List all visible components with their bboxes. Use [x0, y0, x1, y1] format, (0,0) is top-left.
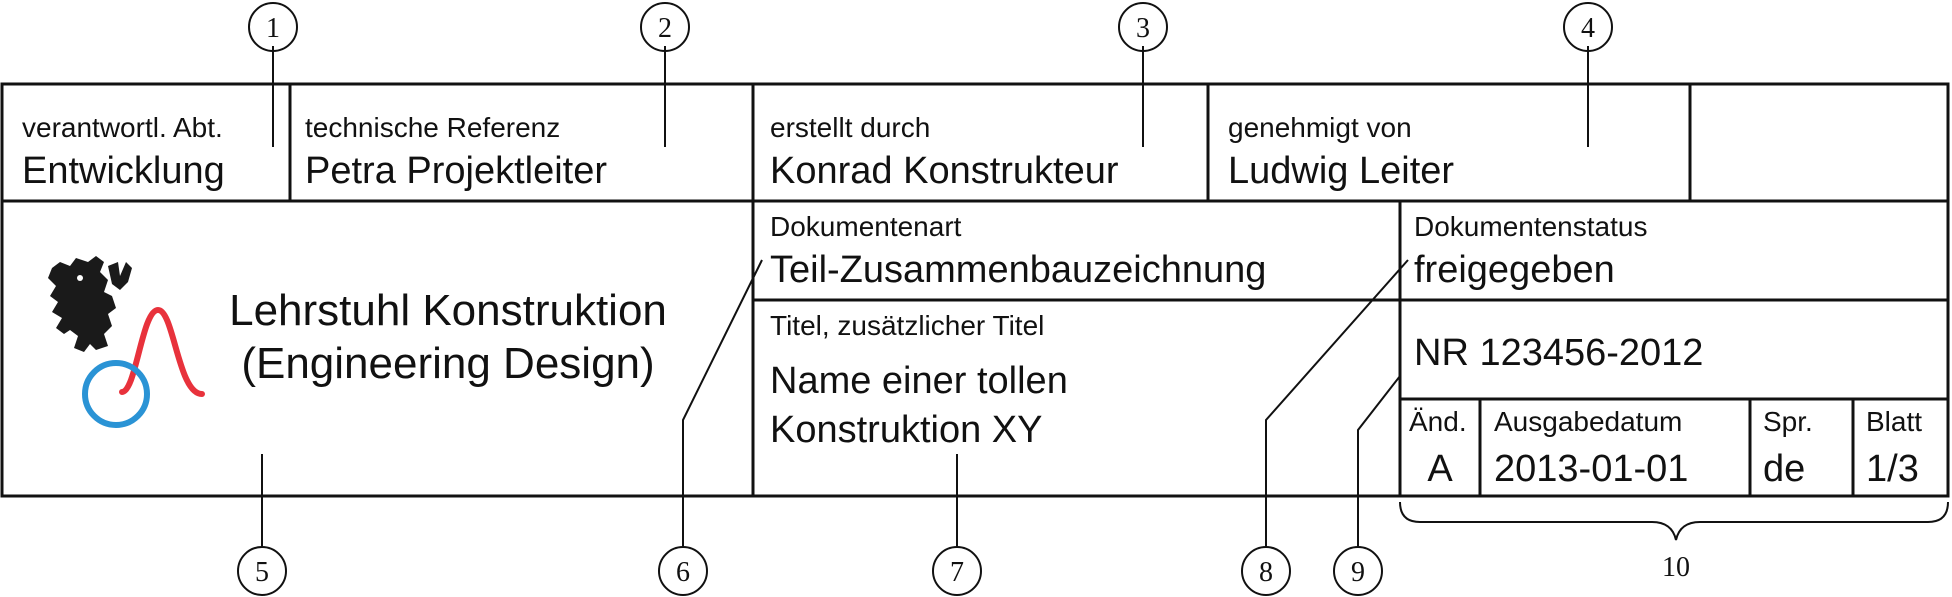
callout-5: 5 — [237, 546, 287, 596]
svg-text:8: 8 — [1259, 557, 1273, 588]
svg-text:2: 2 — [658, 13, 672, 44]
language-label: Spr. — [1763, 406, 1813, 437]
title-block-frame — [0, 82, 1950, 498]
callout-8: 8 — [1241, 546, 1291, 596]
technical-reference-label: technische Referenz — [305, 112, 560, 143]
department-label: verantwortl. Abt. — [22, 112, 223, 143]
svg-text:3: 3 — [1136, 13, 1150, 44]
language-value: de — [1763, 448, 1805, 490]
sheet-value: 1/3 — [1866, 448, 1919, 490]
document-status-value: freigegeben — [1414, 249, 1615, 291]
callout-7: 7 — [932, 546, 982, 596]
callout-3: 3 — [1118, 2, 1168, 52]
organization-line-1: Lehrstuhl Konstruktion — [229, 286, 667, 335]
organization-line-2: (Engineering Design) — [241, 339, 654, 388]
document-number: NR 123456-2012 — [1414, 332, 1703, 374]
outer-border — [0, 82, 1950, 498]
sheet-label: Blatt — [1866, 406, 1922, 437]
technical-reference-value: Petra Projektleiter — [305, 150, 607, 192]
document-status-label: Dokumentenstatus — [1414, 211, 1647, 242]
created-by-label: erstellt durch — [770, 112, 930, 143]
lion-logo-icon — [48, 256, 132, 352]
svg-text:6: 6 — [676, 557, 690, 588]
callout-1: 1 — [248, 2, 298, 52]
blue-circle-icon — [82, 360, 150, 428]
callout-6: 6 — [658, 546, 708, 596]
approved-by-label: genehmigt von — [1228, 112, 1412, 143]
department-value: Entwicklung — [22, 150, 225, 192]
created-by-value: Konrad Konstrukteur — [770, 150, 1119, 192]
callout-4: 4 — [1563, 2, 1613, 52]
approved-by-value: Ludwig Leiter — [1228, 150, 1454, 192]
title-label: Titel, zusätzlicher Titel — [770, 310, 1044, 341]
svg-text:9: 9 — [1351, 557, 1365, 588]
svg-text:4: 4 — [1581, 13, 1595, 44]
callout-10: 10 — [1662, 552, 1690, 583]
callout-9: 9 — [1333, 546, 1383, 596]
svg-text:7: 7 — [950, 557, 964, 588]
callout-leaders — [261, 46, 1949, 548]
revision-label: Änd. — [1409, 406, 1467, 437]
title-line-2: Konstruktion XY — [770, 409, 1042, 451]
svg-text:5: 5 — [255, 557, 269, 588]
title-line-1: Name einer tollen — [770, 360, 1068, 402]
revision-value: A — [1427, 448, 1453, 490]
gauss-curve-icon — [119, 306, 205, 397]
document-type-label: Dokumentenart — [770, 211, 962, 242]
svg-text:1: 1 — [266, 13, 280, 44]
issue-date-value: 2013-01-01 — [1494, 448, 1688, 490]
callout-2: 2 — [640, 2, 690, 52]
document-type-value: Teil-Zusammenbauzeichnung — [770, 249, 1266, 291]
issue-date-label: Ausgabedatum — [1494, 406, 1682, 437]
